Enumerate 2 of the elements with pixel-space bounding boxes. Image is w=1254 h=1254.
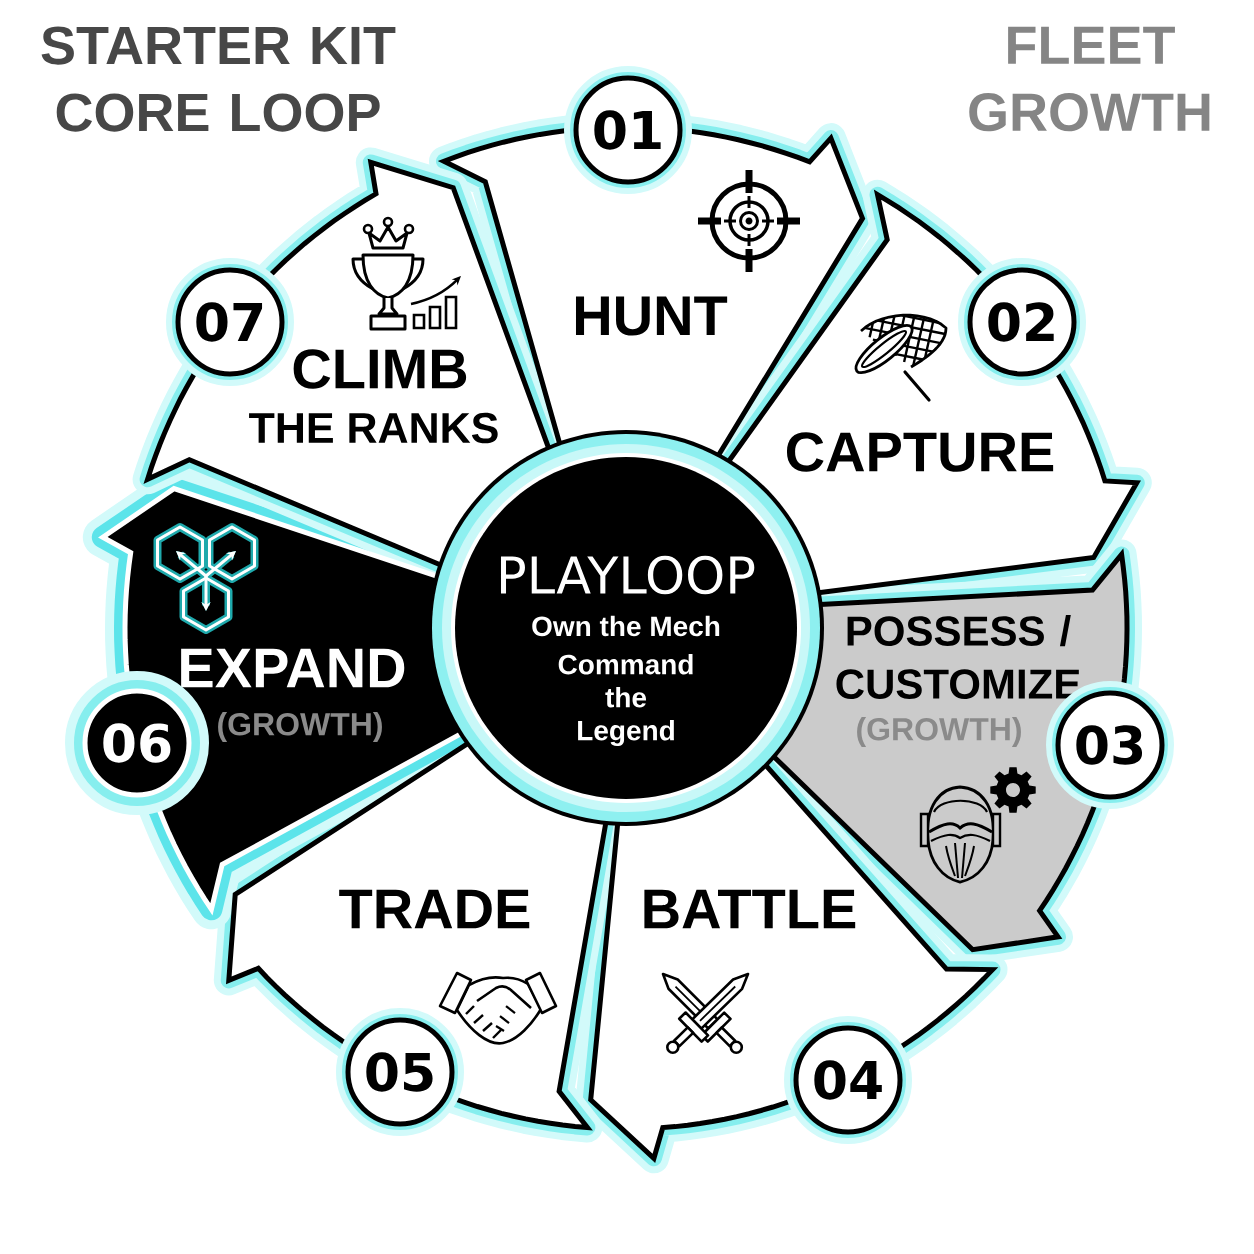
corner-heading: STARTER KIT CORE LOOP	[41, 26, 396, 132]
corner-heading: FLEET GROWTH	[969, 26, 1210, 132]
